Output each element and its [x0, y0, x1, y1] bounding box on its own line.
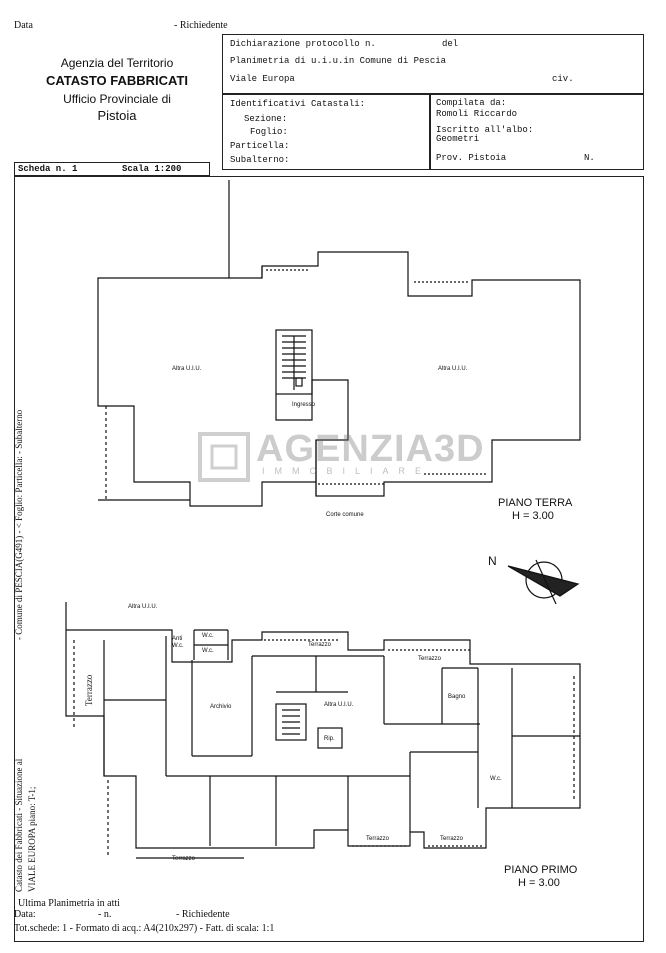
- first-antiwc: Anti W.c.: [172, 636, 184, 649]
- footer-n-label: - n.: [98, 909, 112, 920]
- first-terrazzo-left: Terrazzo: [84, 674, 94, 706]
- scheda-scale: Scala 1:200: [122, 164, 182, 174]
- rip-block: [317, 727, 343, 749]
- scheda-sheet: Scheda n. 1: [18, 164, 78, 174]
- first-floor-name: PIANO PRIMO: [504, 864, 578, 876]
- identifiers-box: [222, 94, 430, 170]
- subalterno-label: Subalterno:: [230, 155, 290, 165]
- foglio-label: Foglio:: [250, 127, 288, 137]
- first-stair-block: [275, 703, 307, 741]
- watermark: [198, 432, 250, 482]
- north-arrow-needle: [507, 565, 580, 597]
- footer-request-label: - Richiedente: [176, 909, 230, 920]
- registry-value: Geometri: [436, 134, 480, 144]
- ground-floor-height: H = 3.00: [512, 510, 554, 522]
- watermark-main: AGENZIA3D: [256, 428, 485, 470]
- sezione-label: Sezione:: [244, 114, 288, 124]
- first-floor-height: H = 3.00: [518, 877, 560, 889]
- compiled-box: [430, 94, 644, 170]
- side-text-left-line2: VIALE EUROPA piano: T-1;: [27, 786, 37, 892]
- scheda-box: [14, 162, 210, 176]
- footer-date-label: Data:: [14, 909, 36, 920]
- ground-floor-outline: [97, 180, 581, 507]
- top-date-label: Data: [14, 20, 33, 31]
- particella-label: Particella:: [230, 141, 290, 151]
- first-terrazzo-bottom-a: Terrazzo: [366, 836, 390, 842]
- first-floor-outline: [65, 602, 581, 849]
- watermark-sub: IMMOBILIARE: [262, 466, 432, 476]
- planimetry-label: Planimetria di u.i.u.in Comune di Pescia: [230, 56, 447, 66]
- agency-line4: Pistoia: [97, 108, 137, 123]
- first-rip: Rip.: [324, 736, 335, 742]
- ground-room-right: Altra U.I.U.: [438, 366, 468, 372]
- footer-summary: Tot.schede: 1 - Formato di acq.: A4(210x…: [14, 923, 275, 934]
- first-altra-top: Altra U.I.U.: [128, 604, 158, 610]
- ground-stair-block: [275, 329, 313, 395]
- agency-line1: Agenzia del Territorio: [60, 56, 174, 70]
- first-terrazzo-bottom-b: Terrazzo: [440, 836, 464, 842]
- side-text-left-line1: Catasto dei Fabbricati - Situazione al: [14, 758, 24, 892]
- first-bath: Bagno: [448, 694, 466, 700]
- province-label: Prov. Pistoia: [436, 153, 507, 163]
- north-label: N: [488, 554, 497, 568]
- first-altra-center: Altra U.I.U.: [324, 702, 354, 708]
- registry-label: Iscritto all'albo:: [436, 125, 534, 135]
- ground-room-left: Altra U.I.U.: [172, 366, 202, 372]
- agency-line3: Ufficio Provinciale di: [63, 92, 171, 106]
- street-label: Viale Europa: [230, 74, 295, 84]
- first-archive: Archivio: [210, 704, 232, 710]
- first-wc2: W.c.: [202, 648, 214, 654]
- first-wc3: W.c.: [490, 776, 502, 782]
- first-terrazzo-bottom-c: Terrazzo: [172, 856, 196, 862]
- compiled-by-label: Compilata da:: [436, 98, 507, 108]
- agency-line2: CATASTO FABBRICATI: [45, 73, 189, 88]
- top-request-label: - Richiedente: [174, 20, 228, 31]
- ground-entrance: Ingresso: [292, 402, 316, 408]
- first-wc1: W.c.: [202, 633, 214, 639]
- drawing-frame: [14, 176, 644, 942]
- footer-line1: Ultima Planimetria in atti: [18, 898, 120, 909]
- identifiers-title: Identificativi Catastali:: [230, 99, 366, 109]
- compiled-by-name: Romoli Riccardo: [436, 109, 518, 119]
- protocol-label: Dichiarazione protocollo n.: [230, 39, 376, 49]
- compiled-n-label: N.: [584, 153, 595, 163]
- first-terrazzo-top2: Terrazzo: [418, 656, 442, 662]
- first-terrazzo-top: Terrazzo: [308, 642, 332, 648]
- ground-court: Corte comune: [326, 512, 364, 518]
- del-label: del: [442, 39, 459, 49]
- side-text-right: - Comune di PESCIA(G491) - < Foglio: Par…: [14, 409, 24, 640]
- civ-label: civ.: [552, 74, 574, 84]
- ground-floor-name: PIANO TERRA: [498, 497, 573, 509]
- declaration-box: [222, 34, 644, 94]
